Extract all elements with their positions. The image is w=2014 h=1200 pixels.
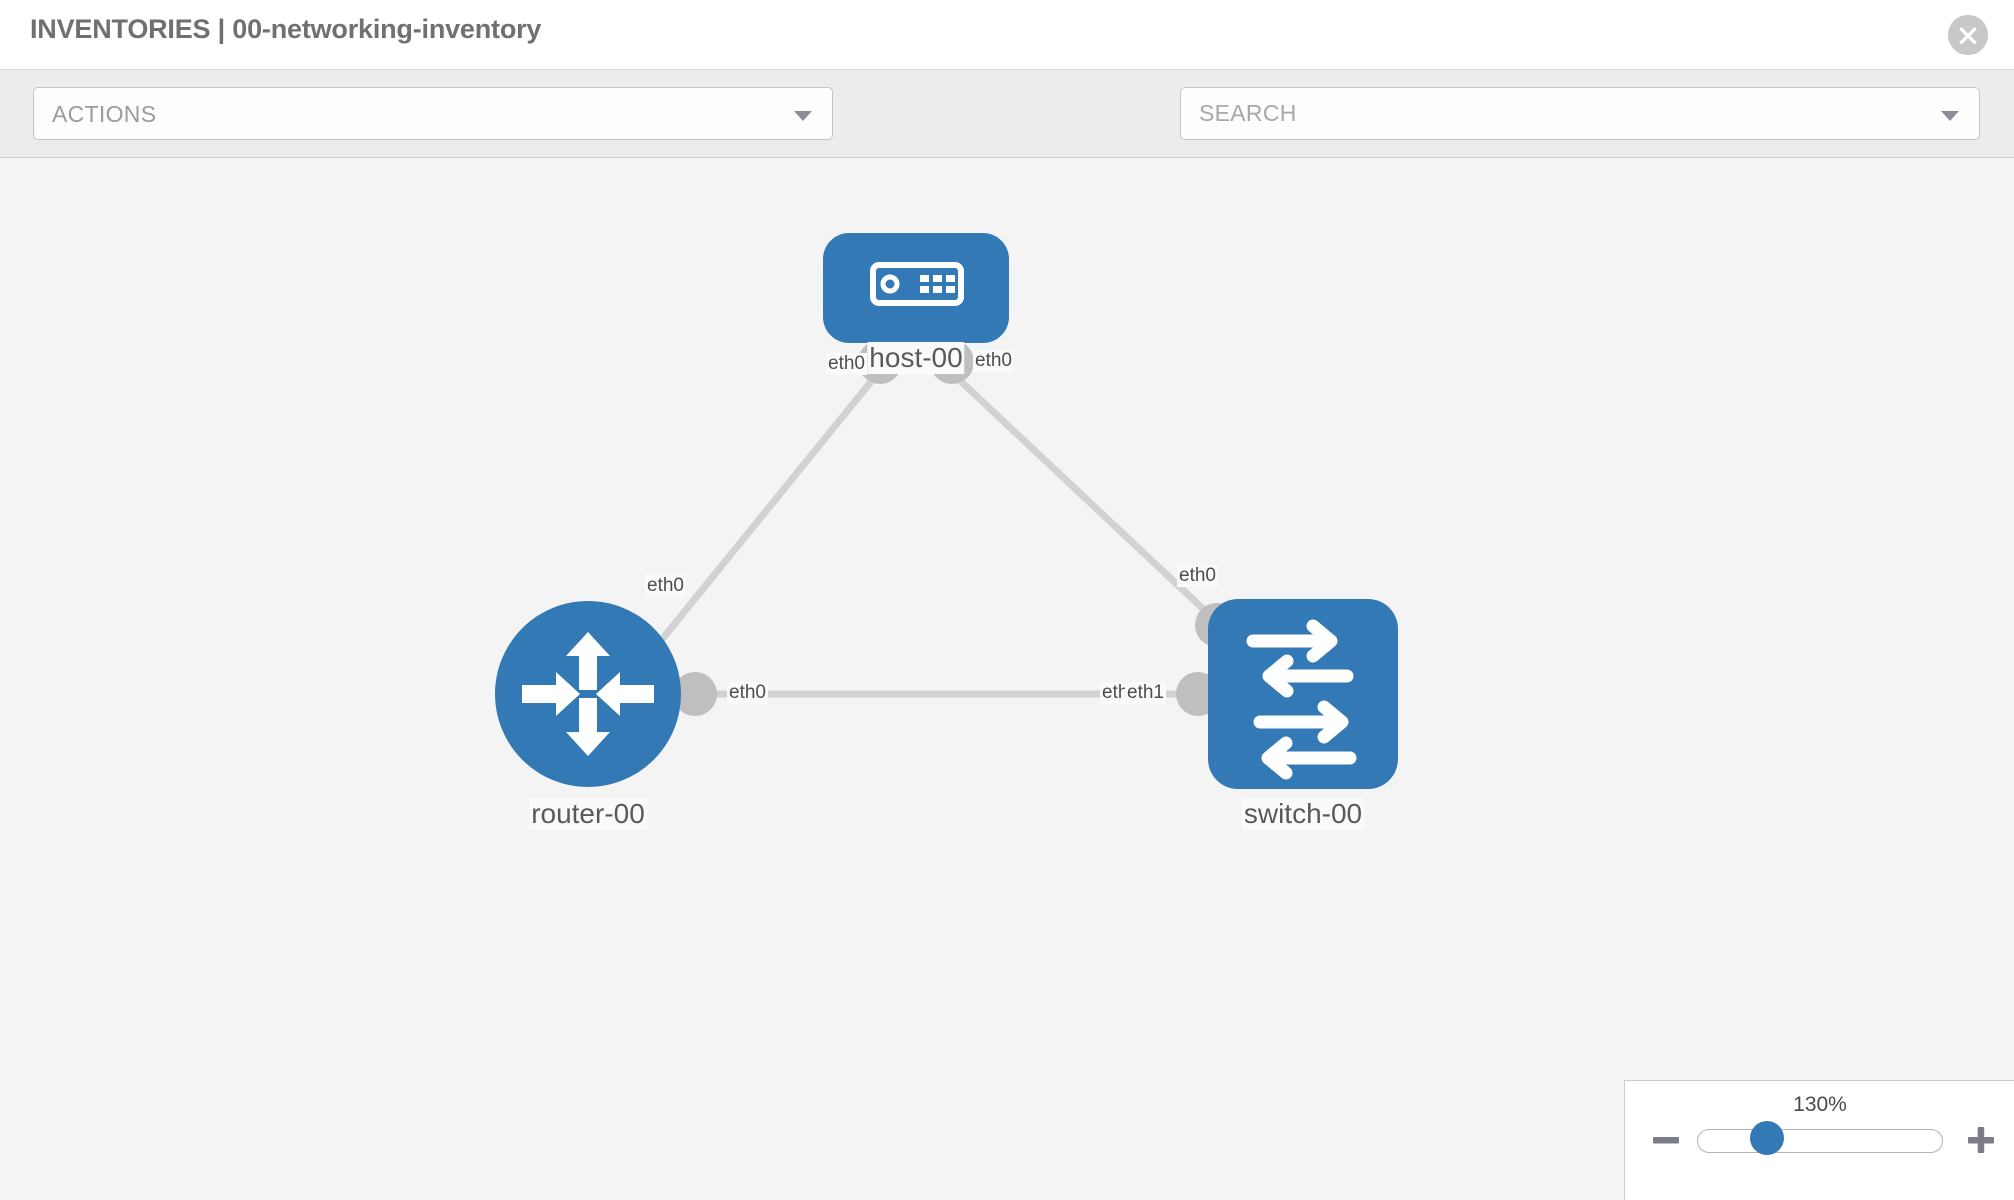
iface-label-host-eth0-right: eth0 (973, 350, 1014, 372)
close-icon[interactable] (1948, 15, 1988, 55)
node-label-switch-00: switch-00 (1241, 798, 1365, 830)
iface-label-host-eth0-left: eth0 (826, 353, 867, 375)
link-host00-switch00[interactable] (949, 370, 1235, 639)
node-switch-00[interactable] (1208, 599, 1398, 789)
node-host-00[interactable] (823, 233, 1009, 343)
server-icon (870, 262, 964, 306)
page-title: INVENTORIES | 00-networking-inventory (30, 14, 542, 44)
chevron-down-icon (794, 111, 812, 121)
actions-dropdown-label: ACTIONS (52, 101, 157, 127)
switch-icon (1246, 619, 1357, 780)
minus-icon[interactable] (1651, 1125, 1681, 1155)
zoom-control-panel: 130% (1624, 1080, 2014, 1200)
plus-icon[interactable] (1966, 1125, 1996, 1155)
iface-label-switch-eth0-uplink: eth0 (1177, 565, 1218, 587)
actions-dropdown[interactable]: ACTIONS (33, 87, 833, 140)
zoom-slider-track[interactable] (1697, 1129, 1943, 1153)
node-router-00[interactable] (495, 601, 681, 787)
search-chevron-down-icon[interactable] (1941, 111, 1959, 121)
search-field-wrapper[interactable] (1180, 87, 1980, 140)
zoom-level-label: 130% (1793, 1093, 1847, 1116)
router-icon (522, 632, 654, 756)
page-header: INVENTORIES | 00-networking-inventory (0, 0, 2014, 70)
iface-label-router-eth0-uplink: eth0 (645, 575, 686, 597)
iface-label-router-eth0: eth0 (727, 682, 768, 704)
iface-label-switch-eth1: eth1 (1125, 682, 1166, 704)
topology-graph (495, 233, 1398, 789)
node-label-router-00: router-00 (529, 798, 647, 830)
search-input[interactable] (1199, 88, 1919, 139)
iface-dot-router-eth0[interactable] (673, 672, 717, 716)
interface-endpoints (673, 340, 1239, 716)
link-host00-router00[interactable] (652, 370, 881, 651)
toolbar: ACTIONS (0, 70, 2014, 198)
topology-canvas[interactable]: host-00 router-00 switch-00 eth0 eth0 et… (0, 158, 2014, 1200)
topology-links (652, 370, 1235, 698)
zoom-slider-thumb[interactable] (1750, 1121, 1784, 1155)
iface-label-switch-overlapped: eth (1100, 682, 1131, 704)
node-label-host-00: host-00 (867, 342, 965, 374)
